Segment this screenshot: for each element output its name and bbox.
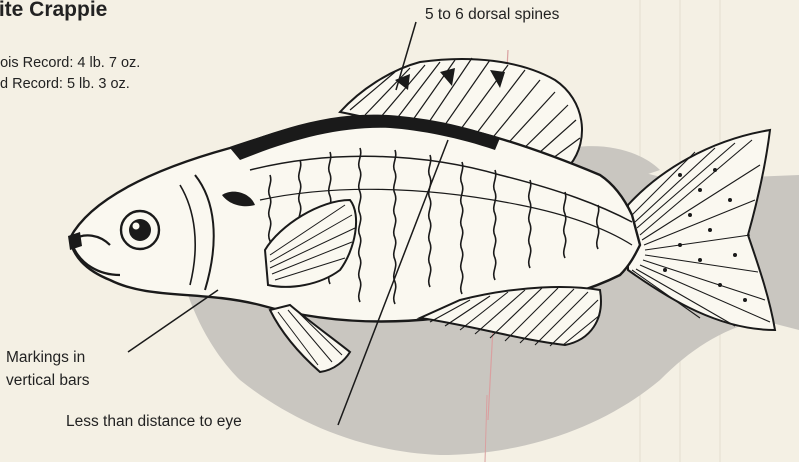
dorsal-spines-label: 5 to 6 dorsal spines [425, 6, 559, 24]
species-title: hite Crappie [0, 0, 107, 22]
markings-label-line1: Markings in [6, 349, 85, 367]
fish-eye [121, 211, 159, 249]
distance-label: Less than distance to eye [66, 413, 242, 431]
markings-label-line2: vertical bars [6, 372, 90, 390]
world-record: rld Record: 5 lb. 3 oz. [0, 76, 130, 92]
illinois-record: nois Record: 4 lb. 7 oz. [0, 55, 140, 71]
